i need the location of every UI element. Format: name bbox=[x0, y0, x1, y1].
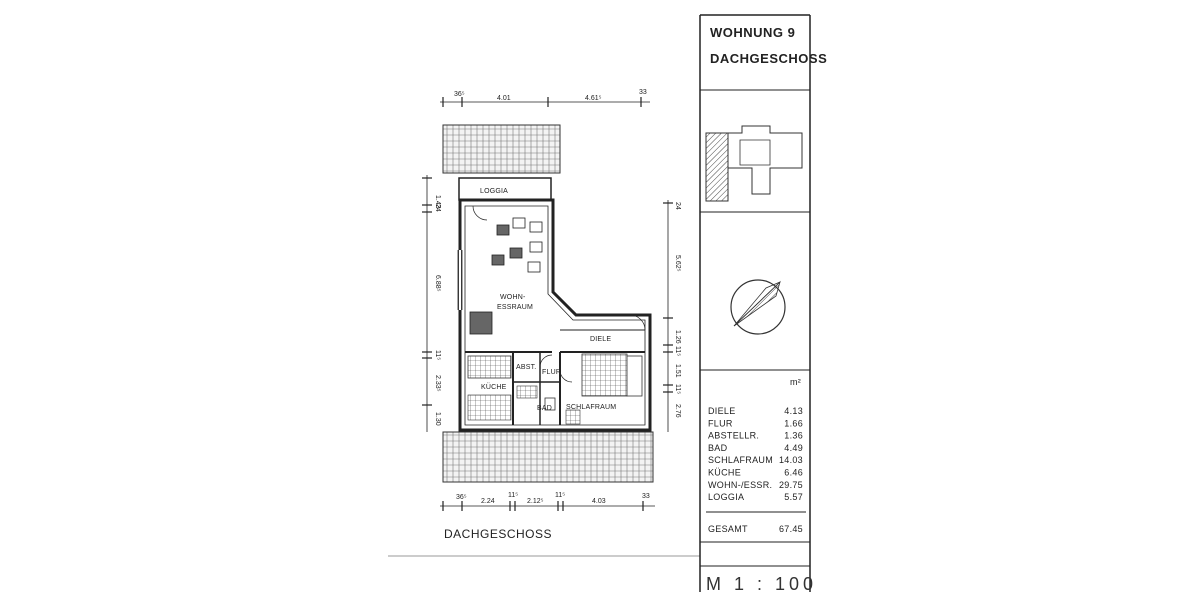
dim-bottom-2: 2.24 bbox=[481, 498, 495, 505]
dim-bottom-4: 2.12⁵ bbox=[527, 498, 544, 505]
room-area-value: 4.13 bbox=[784, 406, 803, 416]
toilet bbox=[544, 397, 556, 411]
roof-top bbox=[442, 124, 561, 174]
room-area-name: BAD bbox=[708, 443, 728, 453]
dim-left-4: 11⁵ bbox=[434, 350, 441, 360]
room-area-value: 29.75 bbox=[779, 480, 803, 490]
floor-plan: LOGGIA bbox=[422, 89, 681, 541]
room-label-wohn-1: WOHN- bbox=[500, 294, 526, 301]
room-area-name: KÜCHE bbox=[708, 468, 741, 478]
dim-top-2: 4.01 bbox=[497, 95, 511, 102]
dim-bottom-3: 11⁵ bbox=[508, 492, 518, 499]
room-label-loggia: LOGGIA bbox=[480, 188, 508, 195]
door-swings bbox=[472, 205, 646, 383]
dimension-lines bbox=[422, 97, 673, 511]
room-area-value: 14.03 bbox=[779, 455, 803, 465]
dim-left-1: 1.43 bbox=[434, 195, 441, 209]
room-area-value: 4.49 bbox=[784, 443, 803, 453]
room-area-name: WOHN-/ESSR. bbox=[708, 480, 772, 490]
room-area-value: 5.57 bbox=[784, 492, 803, 502]
room-label-schlafraum: SCHLAFRAUM bbox=[566, 404, 616, 411]
room-label-wohn-2: ESSRAUM bbox=[497, 304, 533, 311]
room-area-value: 6.46 bbox=[784, 468, 803, 478]
dim-top-1: 36⁵ bbox=[454, 91, 465, 98]
dim-left-3: 6.88⁵ bbox=[434, 275, 441, 292]
dim-bottom-5: 11⁵ bbox=[555, 492, 565, 499]
dim-right-1: 24 bbox=[674, 202, 681, 210]
total-value: 67.45 bbox=[779, 524, 803, 534]
dim-right-7: 2.76 bbox=[674, 404, 681, 418]
dim-left-6: 1.30 bbox=[434, 412, 441, 426]
area-unit-label: m² bbox=[790, 377, 801, 387]
room-area-name: ABSTELLR. bbox=[708, 431, 759, 441]
dim-top-4: 33 bbox=[639, 89, 647, 96]
key-plan-icon bbox=[705, 125, 803, 202]
dim-right-4: 11⁵ bbox=[674, 346, 681, 356]
room-area-value: 1.36 bbox=[784, 431, 803, 441]
bathtub bbox=[516, 385, 538, 399]
total-label: GESAMT bbox=[708, 524, 748, 534]
room-area-value: 1.66 bbox=[784, 418, 803, 428]
dim-bottom-6: 4.03 bbox=[592, 498, 606, 505]
dim-right-5: 1.51 bbox=[674, 364, 681, 378]
dim-right-3: 1.26 bbox=[674, 330, 681, 344]
room-label-flur: FLUR bbox=[542, 369, 561, 376]
floor-title: DACHGESCHOSS bbox=[710, 51, 827, 66]
bed bbox=[581, 353, 628, 397]
room-label-diele: DIELE bbox=[590, 336, 611, 343]
room-area-name: FLUR bbox=[708, 418, 733, 428]
dining-set bbox=[469, 217, 543, 335]
plan-caption: DACHGESCHOSS bbox=[444, 527, 552, 541]
dim-right-6: 11⁵ bbox=[674, 384, 681, 394]
dim-bottom-7: 33 bbox=[642, 493, 650, 500]
dim-right-2: 5.62⁵ bbox=[674, 255, 681, 272]
room-area-name: LOGGIA bbox=[708, 492, 744, 502]
kitchen-counter bbox=[467, 355, 512, 379]
dim-left-5: 2.33⁵ bbox=[434, 375, 441, 392]
room-area-name: SCHLAFRAUM bbox=[708, 455, 773, 465]
dim-left-2: 24 bbox=[434, 204, 441, 212]
room-area-name: DIELE bbox=[708, 406, 736, 416]
dim-bottom-1: 36⁵ bbox=[456, 494, 467, 501]
north-arrow-icon bbox=[730, 279, 786, 335]
room-label-kueche: KÜCHE bbox=[481, 383, 507, 391]
room-label-bad: BAD bbox=[537, 405, 552, 412]
apartment-title: WOHNUNG 9 bbox=[710, 25, 795, 40]
scale-label: M 1 : 100 bbox=[706, 574, 817, 594]
roof-bottom bbox=[442, 431, 654, 483]
dim-top-3: 4.61⁵ bbox=[585, 95, 602, 102]
room-label-abst: ABST. bbox=[516, 364, 536, 371]
